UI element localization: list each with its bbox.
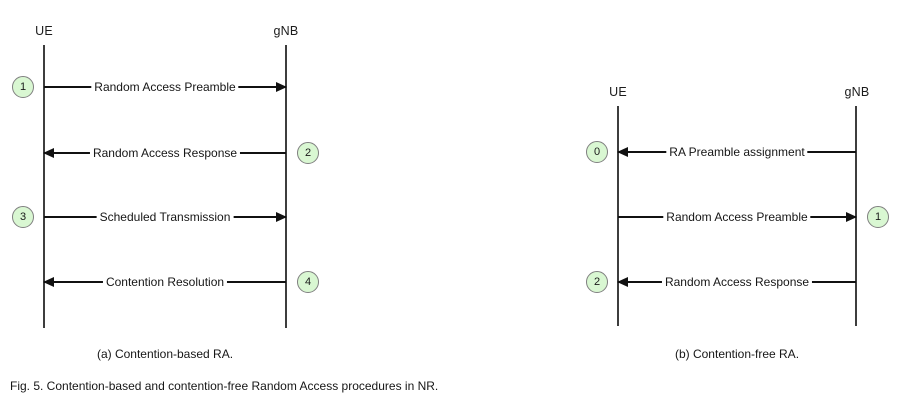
message-random-access-response: Random Access Response 2	[586, 271, 856, 293]
actor-label-ue: UE	[35, 24, 53, 38]
arrowhead-left-icon	[43, 148, 54, 158]
step-badge: 1	[867, 206, 889, 228]
message-label: Random Access Response	[661, 275, 813, 289]
step-badge: 2	[586, 271, 608, 293]
arrowhead-right-icon	[276, 212, 287, 222]
actor-label-gnb: gNB	[273, 24, 299, 38]
message-label: Random Access Response	[89, 146, 241, 160]
message-random-access-preamble: Random Access Preamble 1	[12, 76, 287, 98]
arrowhead-left-icon	[43, 277, 54, 287]
message-contention-resolution: Contention Resolution 4	[43, 271, 319, 293]
step-badge: 3	[12, 206, 34, 228]
arrowhead-left-icon	[617, 277, 628, 287]
message-random-access-preamble: Random Access Preamble 1	[618, 206, 889, 228]
message-label: Random Access Preamble	[663, 210, 811, 224]
arrowhead-right-icon	[276, 82, 287, 92]
subcaption-contention-free: (b) Contention-free RA.	[674, 347, 800, 361]
step-badge: 4	[297, 271, 319, 293]
message-random-access-response: Random Access Response 2	[43, 142, 319, 164]
step-badge: 1	[12, 76, 34, 98]
message-label: Contention Resolution	[102, 275, 228, 289]
message-label: Random Access Preamble	[91, 80, 239, 94]
lifeline-ue	[43, 45, 45, 328]
message-label: Scheduled Transmission	[96, 210, 234, 224]
step-badge: 0	[586, 141, 608, 163]
step-badge: 2	[297, 142, 319, 164]
message-ra-preamble-assignment: RA Preamble assignment 0	[586, 141, 856, 163]
figure-caption: Fig. 5. Contention-based and contention-…	[10, 379, 439, 393]
message-label: RA Preamble assignment	[666, 145, 808, 159]
actor-label-gnb: gNB	[844, 85, 870, 99]
lifeline-gnb	[285, 45, 287, 328]
actor-label-ue: UE	[609, 85, 627, 99]
message-scheduled-transmission: Scheduled Transmission 3	[12, 206, 287, 228]
subcaption-contention-based: (a) Contention-based RA.	[96, 347, 234, 361]
arrowhead-left-icon	[617, 147, 628, 157]
arrowhead-right-icon	[846, 212, 857, 222]
